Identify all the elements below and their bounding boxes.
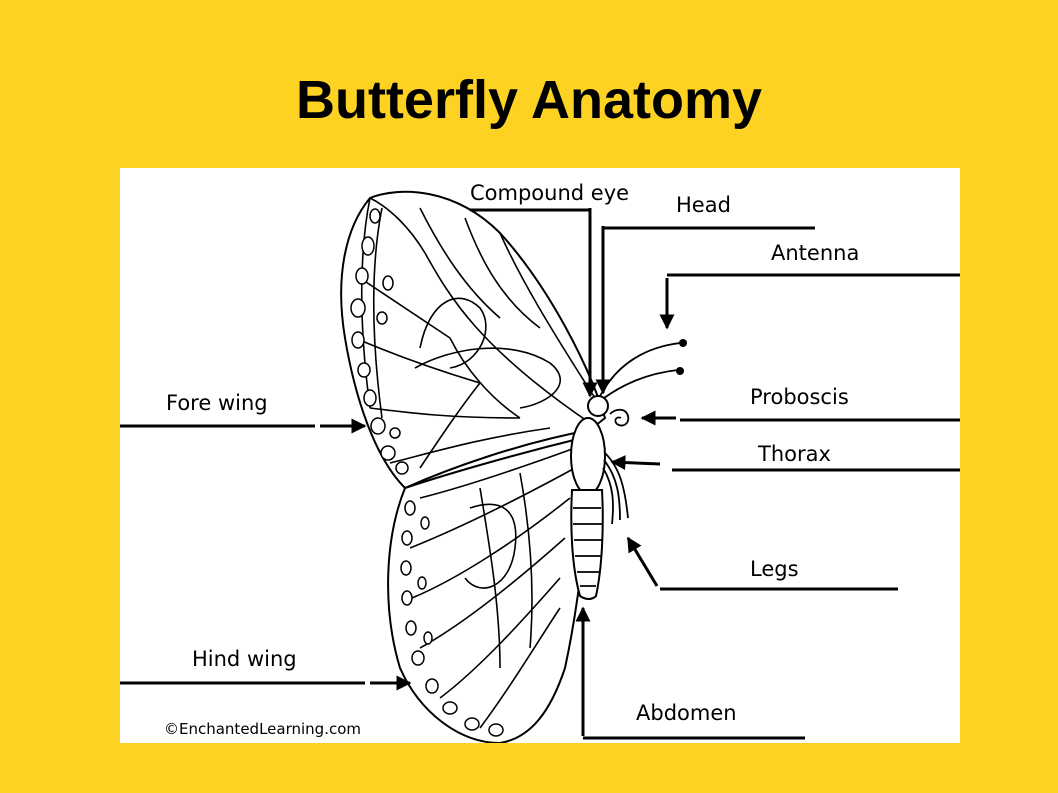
label-compound-eye: Compound eye xyxy=(470,181,629,205)
butterfly-diagram: Compound eye Head Antenna Fore wing Prob… xyxy=(120,168,960,743)
fore-wing-spots xyxy=(350,208,409,475)
label-abdomen: Abdomen xyxy=(636,701,737,725)
hind-wing-illustration xyxy=(387,434,592,743)
thorax-shape xyxy=(570,417,606,495)
butterfly-diagram-svg: Compound eye Head Antenna Fore wing Prob… xyxy=(120,181,960,743)
label-proboscis: Proboscis xyxy=(750,385,849,409)
slide-title: Butterfly Anatomy xyxy=(295,70,763,130)
head-shape xyxy=(587,395,609,417)
label-hind-wing: Hind wing xyxy=(192,647,297,671)
antenna-left xyxy=(599,342,681,397)
label-fore-wing: Fore wing xyxy=(166,391,268,415)
leader-lines xyxy=(120,208,960,740)
label-head: Head xyxy=(676,193,731,217)
copyright-notice: ©EnchantedLearning.com xyxy=(164,720,361,738)
label-legs: Legs xyxy=(750,557,799,581)
label-thorax: Thorax xyxy=(757,442,831,466)
abdomen-shape xyxy=(570,489,604,600)
hind-wing-spots xyxy=(400,500,504,737)
proboscis-coil xyxy=(609,408,630,427)
label-antenna: Antenna xyxy=(771,241,859,265)
butterfly-body xyxy=(570,339,687,600)
fore-wing-illustration xyxy=(340,190,607,490)
thorax-arrow xyxy=(610,455,661,471)
legs-arrow xyxy=(626,536,659,587)
